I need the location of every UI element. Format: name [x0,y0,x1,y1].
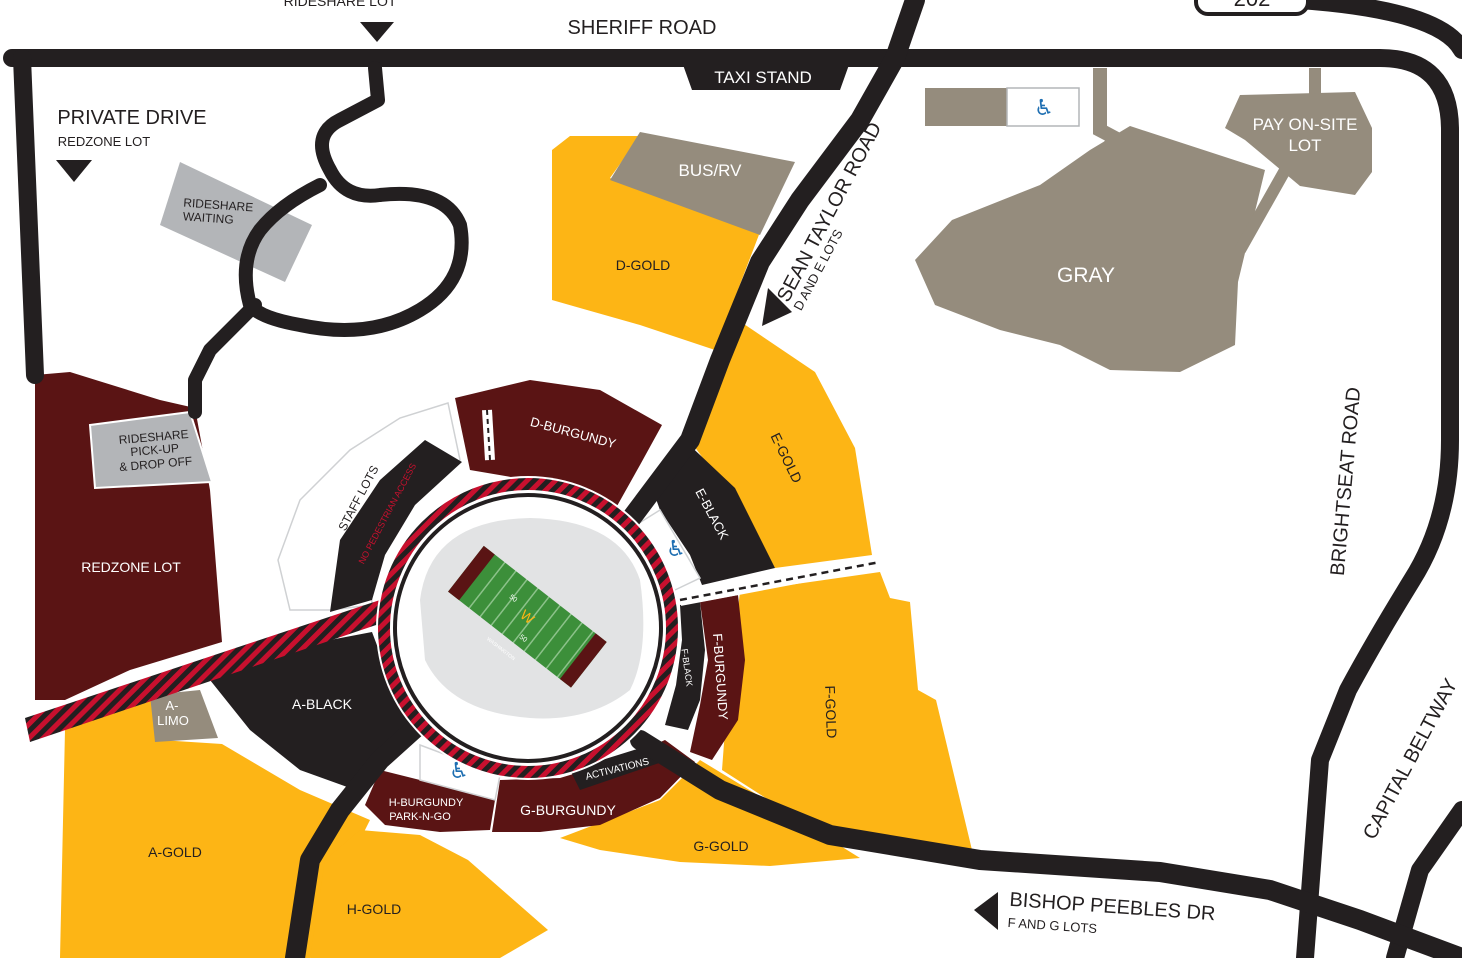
private-drive-arrow-icon [56,160,92,182]
lot-pay-on-site[interactable] [1225,92,1372,195]
lot-a-limo[interactable] [150,690,218,742]
label-h-burgundy-2: PARK-N-GO [389,811,451,823]
lot-bus-rv[interactable] [610,132,795,235]
lot-g-gold[interactable] [560,760,860,866]
label-g-burgundy: G-BURGUNDY [520,802,616,818]
road-beltway-ramp [1291,0,1462,59]
label-f-burgundy: F-BURGUNDY [710,633,731,721]
lot-accessible-top-gray[interactable] [925,88,1007,126]
lot-e-black[interactable] [652,438,775,585]
label-private-drive: PRIVATE DRIVE [57,107,206,129]
road-bishop-peebles [630,730,1462,958]
lot-d-gold[interactable] [552,136,760,350]
label-d-gold: D-GOLD [616,257,670,273]
label-bishop-peebles-sub: F AND G LOTS [1007,915,1098,936]
accessible-parking-icon-top: ♿ [1034,96,1054,121]
label-rideshare-waiting-2: WAITING [182,209,234,227]
lot-activations[interactable] [570,745,662,790]
label-rideshare-pickup-1: RIDESHARE [118,427,189,447]
label-a-black: A-BLACK [292,696,353,712]
taxi-stand-bar[interactable] [682,62,850,90]
dashed-service-road-ef-line [679,560,881,602]
label-h-burgundy-1: H-BURGUNDY [389,797,464,809]
endzone-left [448,545,495,601]
label-private-drive-sub: REDZONE LOT [58,134,151,149]
label-rideshare-pickup-2: PICK-UP [130,441,180,459]
label-g-gold: G-GOLD [693,838,748,854]
road-sheriff [3,49,1459,958]
label-gray: GRAY [1057,264,1115,287]
road-rideshare-loop [188,61,469,419]
lot-e-gold[interactable] [688,320,872,568]
lot-h-gold[interactable] [310,830,548,958]
sean-taylor-arrow-icon [762,288,792,326]
lot-d-burgundy[interactable] [455,380,662,515]
road-private-drive [13,49,44,384]
label-f-gold: F-GOLD [822,685,840,738]
label-brightseat-road: BRIGHTSEAT ROAD [1327,386,1365,576]
label-sheriff-road: SHERIFF ROAD [568,17,717,39]
road-sean-taylor [600,0,925,550]
highway-shield-number: 202 [1234,0,1271,11]
label-rideshare-pickup-3: & DROP OFF [119,454,193,474]
yard-label-right: 50 [518,634,529,644]
road-south-entrance [285,705,440,958]
label-pay-on-site-1: PAY ON-SITE [1253,115,1358,134]
lot-staff-black[interactable] [330,440,462,612]
label-rideshare-waiting-1: RIDESHARE [183,196,254,215]
lot-f-burgundy[interactable] [690,595,745,760]
lot-f-black[interactable] [665,602,705,730]
lot-f-gold[interactable] [722,572,972,850]
lot-a-black[interactable] [210,632,420,788]
label-a-limo-2: LIMO [157,713,189,728]
rideshare-lot-arrow-icon [360,22,394,42]
label-a-gold: A-GOLD [148,844,202,860]
lot-accessible-top[interactable] [1006,87,1080,127]
football-field [448,545,607,688]
lot-h-burgundy[interactable] [365,770,495,832]
accessible-parking-icon-e: ♿ [666,537,686,562]
lot-rideshare-pickup[interactable] [88,410,214,490]
accessible-parking-icon-h: ♿ [449,759,469,784]
endzone-right [559,633,607,688]
lot-a-gold[interactable] [60,690,370,958]
label-h-gold: H-GOLD [347,901,401,917]
label-a-limo-1: A- [166,698,179,713]
label-rideshare-lot-top: RIDESHARE LOT [284,0,397,9]
label-bus-rv: BUS/RV [679,161,743,180]
label-taxi-stand: TAXI STAND [714,68,812,87]
lot-gray[interactable] [915,126,1265,372]
pedestrian-walkway [25,600,385,742]
bishop-peebles-arrow-icon [974,892,998,930]
yard-label-left: 50 [508,594,519,604]
stadium-ring-track [378,478,678,778]
label-redzone-lot: REDZONE LOT [81,559,181,575]
gray-access-road [1084,68,1126,179]
highway-shield [1194,0,1310,16]
lot-rideshare-waiting[interactable] [160,162,312,282]
label-pay-on-site-2: LOT [1288,136,1321,155]
dashed-service-road-d [482,409,495,461]
